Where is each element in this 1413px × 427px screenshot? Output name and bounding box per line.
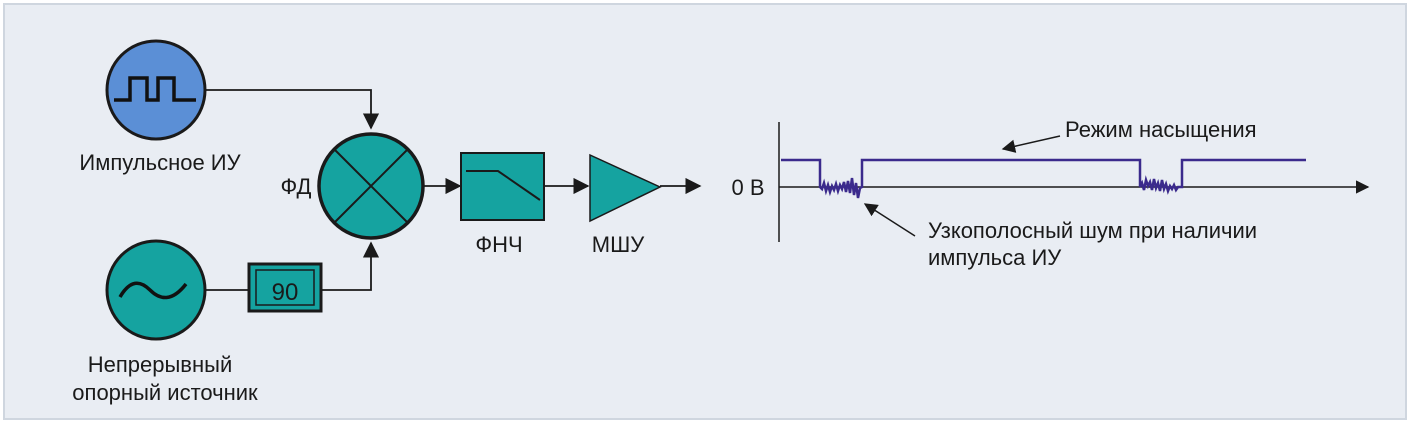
pulse-source: Импульсное ИУ (79, 39, 242, 175)
phase-shifter: 90 (247, 262, 323, 313)
saturation-pointer (1001, 135, 1061, 153)
pulse-waveform-icon (114, 76, 196, 102)
reference-source-label-line1: Непрерывный (88, 352, 233, 377)
connection-lines (205, 89, 702, 291)
noise-label-line2: импульса ИУ (928, 245, 1062, 270)
lowpass-filter-label: ФНЧ (475, 232, 522, 257)
signal-trace (781, 158, 1306, 199)
diagram-frame (3, 3, 1407, 420)
phase-detector-label: ФД (281, 174, 312, 199)
saturation-mode-label: Режим насыщения (1065, 117, 1257, 142)
noise-label-line1: Узкополосный шум при наличии (928, 218, 1257, 243)
lowpass-filter: ФНЧ (460, 152, 545, 257)
reference-source: Непрерывный опорный источник (72, 239, 258, 405)
zero-level-label: 0 В (731, 175, 764, 200)
output-plot: 0 В Режим насыщения Узкополосный шум при… (731, 117, 1370, 270)
amplifier-label: МШУ (592, 232, 645, 257)
filter-response-icon (466, 170, 541, 201)
amplifier: МШУ (589, 153, 662, 257)
noise-pointer (863, 203, 916, 237)
pulse-source-label: Импульсное ИУ (79, 150, 241, 175)
sine-wave-icon (118, 281, 188, 300)
phase-shifter-label: 90 (272, 279, 299, 306)
phase-detector: ФД (281, 132, 425, 240)
reference-source-label-line2: опорный источник (72, 380, 258, 405)
